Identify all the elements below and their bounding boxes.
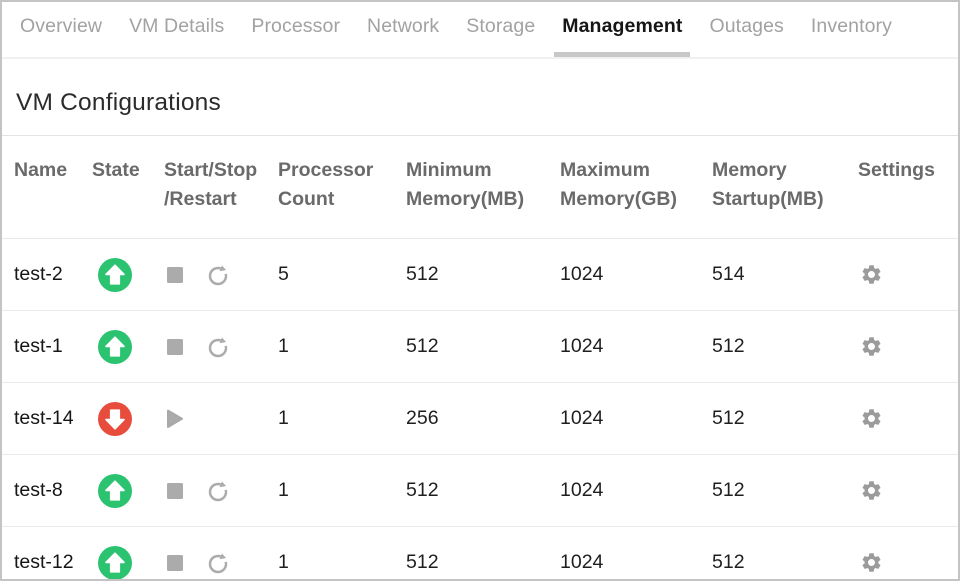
memory-startup: 512 [712, 335, 745, 357]
gear-icon [862, 481, 881, 500]
minimum-memory: 256 [406, 407, 439, 429]
stop-button[interactable] [166, 554, 184, 572]
stop-button[interactable] [166, 338, 184, 356]
gear-icon [862, 553, 881, 572]
page-title: VM Configurations [16, 89, 221, 116]
minimum-memory: 512 [406, 263, 439, 285]
table-row: test-2 5 512 1024 514 [2, 239, 958, 311]
processor-count: 1 [278, 407, 289, 429]
stop-icon [167, 482, 183, 499]
settings-button[interactable] [860, 479, 883, 502]
vm-settings [858, 479, 946, 502]
vm-name: test-1 [14, 335, 63, 357]
tab-network[interactable]: Network [367, 15, 440, 37]
vm-actions [164, 479, 278, 503]
memory-startup: 512 [712, 407, 745, 429]
settings-button[interactable] [860, 407, 883, 430]
processor-count: 5 [278, 263, 289, 285]
maximum-memory: 1024 [560, 407, 604, 429]
vm-actions [164, 409, 278, 429]
vm-actions [164, 551, 278, 575]
stop-button[interactable] [166, 482, 184, 500]
tab-inventory[interactable]: Inventory [810, 15, 892, 37]
settings-button[interactable] [860, 551, 883, 574]
state-up-icon [98, 329, 132, 364]
col-header-state: State [92, 159, 140, 181]
processor-count: 1 [278, 335, 289, 357]
maximum-memory: 1024 [560, 335, 604, 357]
tab-vm-details[interactable]: VM Details [129, 15, 225, 37]
restart-icon [208, 479, 228, 501]
processor-count: 1 [278, 551, 289, 573]
stop-icon [167, 266, 183, 283]
stop-button[interactable] [166, 266, 184, 284]
memory-startup: 512 [712, 479, 745, 501]
state-down-icon [98, 401, 132, 436]
top-nav-tabs: Overview VM Details Processor Network St… [2, 2, 958, 59]
vm-settings [858, 263, 946, 286]
memory-startup: 512 [712, 551, 745, 573]
minimum-memory: 512 [406, 551, 439, 573]
maximum-memory: 1024 [560, 551, 604, 573]
settings-button[interactable] [860, 335, 883, 358]
restart-button[interactable] [206, 479, 230, 503]
vm-state [92, 545, 164, 579]
col-header-settings: Settings [858, 159, 935, 181]
restart-icon [208, 263, 228, 285]
section-header: VM Configurations [2, 59, 958, 136]
play-icon [167, 409, 183, 428]
memory-startup: 514 [712, 263, 745, 285]
restart-icon [208, 335, 228, 357]
start-button[interactable] [166, 409, 184, 429]
state-up-icon [98, 257, 132, 292]
vm-settings [858, 335, 946, 358]
col-header-start-stop-restart: Start/Stop/Restart [164, 159, 258, 210]
vm-state [92, 401, 164, 436]
gear-icon [862, 337, 881, 356]
vm-state [92, 473, 164, 508]
vm-name: test-12 [14, 551, 74, 573]
vm-state [92, 257, 164, 292]
maximum-memory: 1024 [560, 263, 604, 285]
gear-icon [862, 409, 881, 428]
vm-name: test-14 [14, 407, 74, 429]
stop-icon [167, 338, 183, 355]
restart-button[interactable] [206, 263, 230, 287]
restart-button[interactable] [206, 335, 230, 359]
tab-overview[interactable]: Overview [20, 15, 103, 37]
maximum-memory: 1024 [560, 479, 604, 501]
vm-settings [858, 407, 946, 430]
gear-icon [862, 265, 881, 284]
stop-icon [167, 554, 183, 571]
minimum-memory: 512 [406, 335, 439, 357]
vm-actions [164, 335, 278, 359]
state-up-icon [98, 545, 132, 579]
restart-icon [208, 551, 228, 573]
table-row: test-14 1 256 1024 512 [2, 383, 958, 455]
processor-count: 1 [278, 479, 289, 501]
settings-button[interactable] [860, 263, 883, 286]
tab-management[interactable]: Management [554, 2, 691, 57]
restart-button[interactable] [206, 551, 230, 575]
tab-storage[interactable]: Storage [466, 15, 536, 37]
vm-state [92, 329, 164, 364]
tab-outages[interactable]: Outages [709, 15, 784, 37]
vm-actions [164, 263, 278, 287]
vm-name: test-8 [14, 479, 63, 501]
state-up-icon [98, 473, 132, 508]
tab-processor[interactable]: Processor [251, 15, 341, 37]
table-row: test-8 1 512 1024 512 [2, 455, 958, 527]
table-row: test-1 1 512 1024 512 [2, 311, 958, 383]
vm-settings [858, 551, 946, 574]
vm-name: test-2 [14, 263, 63, 285]
col-header-name: Name [14, 159, 68, 181]
table-row: test-12 1 512 1024 512 [2, 527, 958, 579]
minimum-memory: 512 [406, 479, 439, 501]
